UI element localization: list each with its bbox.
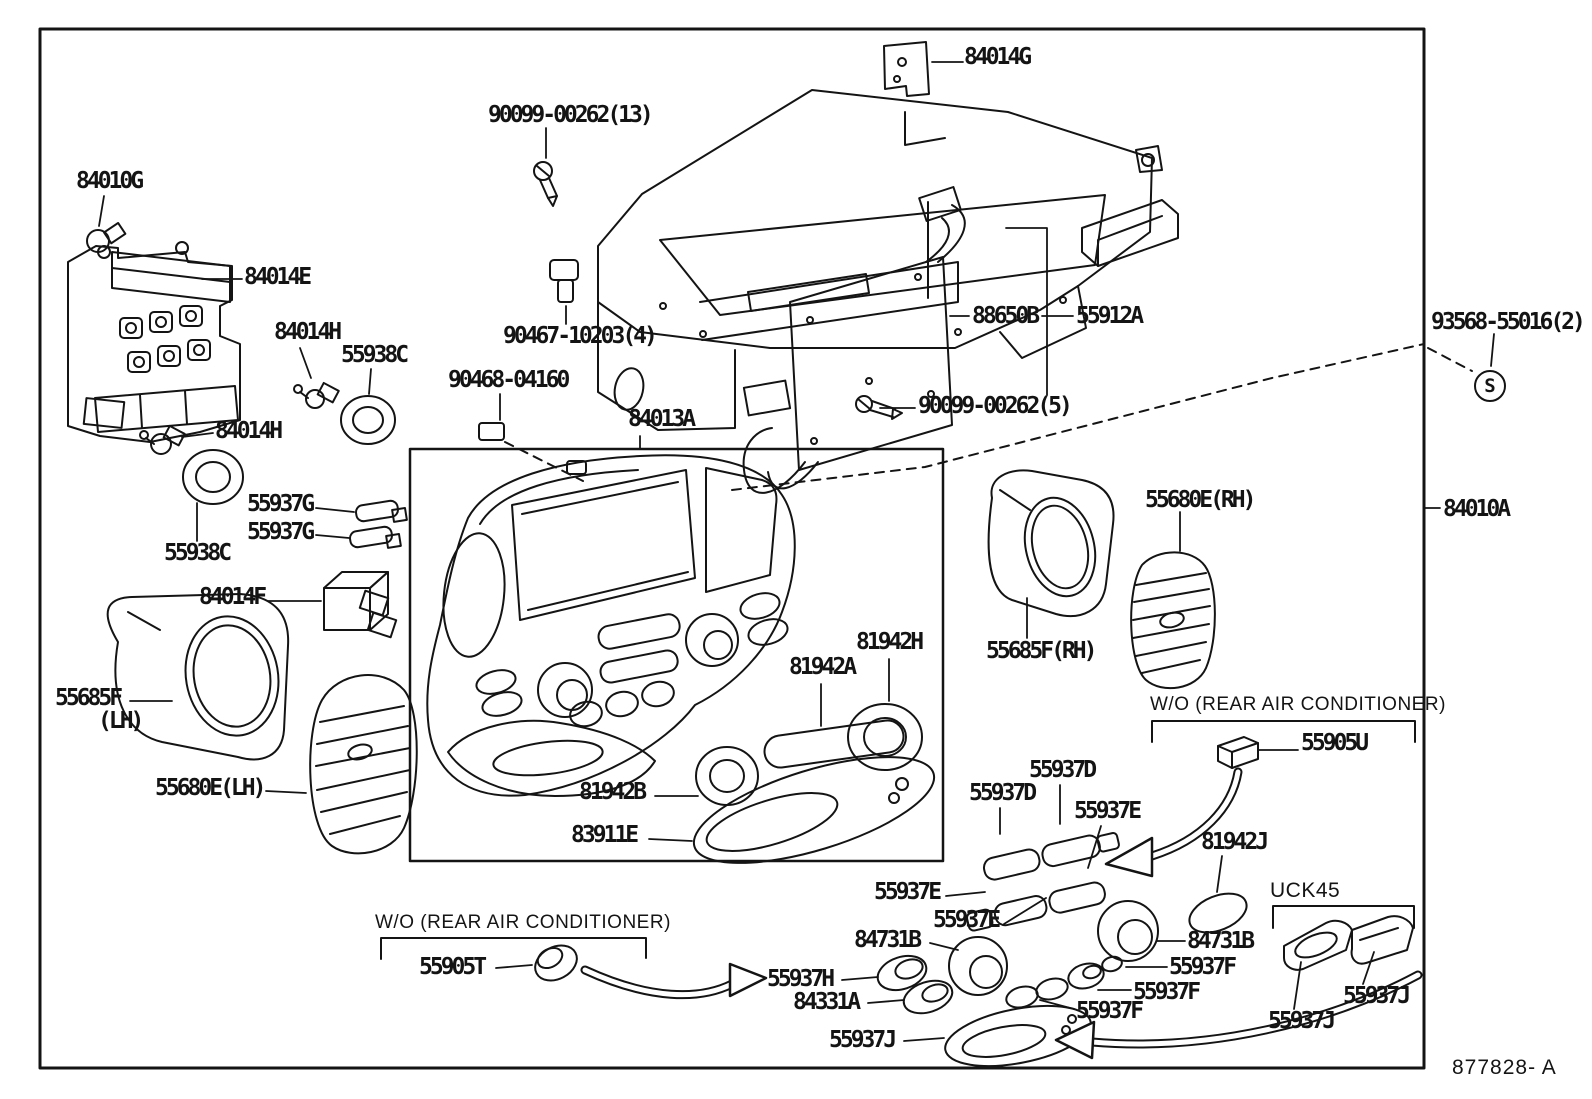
cluster-finish-panel [426, 454, 796, 797]
socket-84014h-upper [293, 381, 340, 409]
flow-arrow-uck45 [1054, 970, 1423, 1060]
leader-lines [98, 61, 1495, 1042]
ring-55938c-lower [182, 449, 244, 505]
amplifier-plate-88650b [742, 186, 966, 494]
inner-detail-box [408, 447, 945, 863]
lh-escutcheon [106, 593, 290, 761]
pill-81942a [763, 719, 905, 769]
ring-81942h [847, 703, 923, 771]
buttons-55937f [1005, 955, 1123, 1009]
part-label-84014e: 84014E [244, 264, 312, 290]
note-uck45: UCK45 [1270, 879, 1341, 902]
part-label-55680e-lh: 55680E(LH) [155, 775, 266, 801]
clip-55937g-1 [355, 499, 408, 523]
part-label-55937g-2: 55937G [247, 519, 315, 545]
part-label-84014h-1: 84014H [274, 319, 342, 345]
part-label-84010a: 84010A [1443, 496, 1511, 522]
note-wo-rear-ac-right: W/O (REAR AIR CONDITIONER) [1150, 694, 1446, 715]
garnish-83911e [692, 756, 936, 864]
part-label-55937d-1: 55937D [1029, 757, 1097, 783]
part-label-84331a: 84331A [793, 989, 861, 1015]
screw-90099-13 [533, 161, 558, 207]
part-label-93568-55016: 93568-55016(2) [1431, 309, 1586, 335]
bulb-84010g [86, 221, 127, 253]
part-label-55680e-rh: 55680E(RH) [1145, 487, 1256, 513]
part-label-55938c-1: 55938C [341, 342, 409, 368]
part-label-55937e-2: 55937E [874, 879, 942, 905]
part-label-81942h: 81942H [856, 629, 924, 655]
part-label-90468-04160: 90468-04160 [448, 367, 570, 393]
part-label-55937f-2: 55937F [1133, 979, 1201, 1005]
part-label-81942j: 81942J [1201, 829, 1269, 855]
ring-81942b [695, 746, 759, 806]
part-label-84010g: 84010G [76, 168, 144, 194]
clip-55937g-2 [349, 525, 402, 549]
part-label-90467-10203: 90467-10203(4) [503, 323, 658, 349]
button-55937h [876, 954, 928, 992]
part-label-55937h: 55937H [767, 966, 835, 992]
part-label-55937j-2: 55937J [1343, 983, 1411, 1009]
part-label-55685f-lh: 55685F [55, 685, 123, 711]
part-label-55938c-2: 55938C [164, 540, 232, 566]
part-label-55937e-1: 55937E [1074, 798, 1142, 824]
part-label-90099-00262-5: 90099-00262(5) [918, 393, 1073, 419]
knob-84731b-center [948, 936, 1008, 996]
part-label-55937f-3: 55937F [1076, 998, 1144, 1024]
bracket-84014g [883, 41, 930, 97]
s-marker-letter: S [1484, 375, 1496, 397]
junction-block-assembly [67, 241, 241, 443]
drawing-number: 877828- A [1452, 1056, 1557, 1079]
part-label-83911e: 83911E [571, 822, 639, 848]
oval-81942j [1188, 892, 1248, 934]
part-label-88650b: 88650B [972, 303, 1040, 329]
part-label-55905t: 55905T [419, 954, 487, 980]
heater-unit-box [597, 89, 1179, 431]
rh-escutcheon [987, 469, 1115, 618]
part-label-84014f: 84014F [199, 584, 267, 610]
clip-90468 [478, 422, 505, 441]
rh-vent [1130, 551, 1216, 689]
part-label-55937g-1: 55937G [247, 491, 315, 517]
dashed-leaders [504, 343, 1473, 491]
clip-55905u [1217, 736, 1259, 769]
part-label-lh-suffix: (LH) [98, 708, 144, 734]
part-label-84731b-2: 84731B [1187, 928, 1255, 954]
part-label-81942b: 81942B [579, 779, 647, 805]
part-label-55937j-3: 55937J [1268, 1008, 1336, 1034]
part-label-55912a: 55912A [1076, 303, 1144, 329]
flow-arrow-55905u [1104, 767, 1243, 878]
knob-84731b-right [1097, 900, 1159, 962]
ring-55938c-upper [340, 395, 396, 445]
strips-55937d-row2 [965, 881, 1106, 932]
part-label-55937f-1: 55937F [1169, 954, 1237, 980]
button-84331a [902, 979, 954, 1015]
note-brackets [380, 720, 1416, 960]
strips-55937d-row1 [982, 832, 1120, 881]
part-label-84013a: 84013A [628, 406, 696, 432]
switch-84014f [323, 571, 398, 639]
clip-90467 [549, 259, 579, 303]
flow-arrow-55905t [580, 962, 768, 1000]
part-label-81942a: 81942A [789, 654, 857, 680]
part-label-55685f-rh: 55685F(RH) [986, 638, 1097, 664]
cap-55905t [534, 944, 578, 982]
part-label-55937j-1: 55937J [829, 1027, 897, 1053]
s-marker-circle [1474, 370, 1506, 402]
outer-frame [38, 27, 1426, 1070]
note-wo-rear-ac-left: W/O (REAR AIR CONDITIONER) [375, 912, 671, 933]
clips-55937j-uck45 [1283, 915, 1414, 971]
part-label-55937e-3: 55937E [933, 907, 1001, 933]
lh-vent [309, 674, 418, 855]
part-label-90099-00262-13: 90099-00262(13) [488, 102, 654, 128]
part-label-55937d-2: 55937D [969, 780, 1037, 806]
part-label-84731b-1: 84731B [854, 927, 922, 953]
part-label-55905u: 55905U [1301, 730, 1369, 756]
socket-84014h-lower [139, 424, 186, 455]
part-label-84014h-2: 84014H [215, 418, 283, 444]
panel-clip [566, 460, 587, 475]
part-label-84014g: 84014G [964, 44, 1032, 70]
